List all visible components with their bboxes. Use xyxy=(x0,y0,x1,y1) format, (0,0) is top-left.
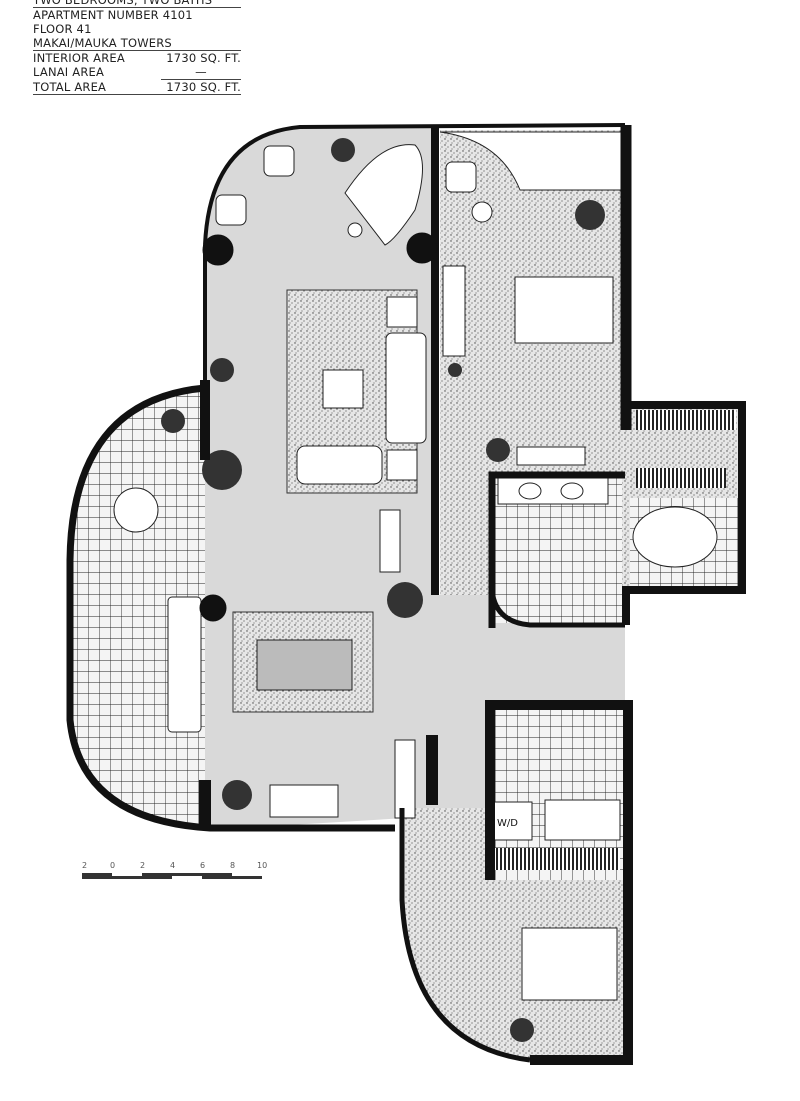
furniture xyxy=(113,144,614,819)
bathroom-2: W/D xyxy=(490,705,625,880)
scale-tick: 4 xyxy=(170,861,175,870)
scale-tick: 2 xyxy=(140,861,145,870)
area-row-interior: INTERIOR AREA 1730 SQ. FT. xyxy=(33,51,241,65)
sink xyxy=(518,482,542,500)
dresser xyxy=(516,446,586,466)
round-table xyxy=(113,487,159,533)
closet-1 xyxy=(636,410,736,430)
end-table xyxy=(386,449,418,481)
walls xyxy=(66,123,746,1065)
scale-tick: 2 xyxy=(82,861,87,870)
armchair xyxy=(215,194,247,226)
scale-tick: 0 xyxy=(110,861,115,870)
area-value: — xyxy=(161,65,241,80)
closet-3 xyxy=(495,848,620,870)
area-label: TOTAL AREA xyxy=(33,80,107,94)
washer-dryer-label: W/D xyxy=(497,818,518,829)
bed-2 xyxy=(521,927,618,1001)
bathtub xyxy=(632,506,718,568)
kitchen-counter xyxy=(167,596,202,733)
cabinet xyxy=(379,509,401,573)
area-value: 1730 SQ. FT. xyxy=(166,80,241,94)
unit-type: TWO BEDROOMS, TWO BATHS xyxy=(33,0,241,8)
sofa xyxy=(385,332,427,444)
building-name: MAKAI/MAUKA TOWERS xyxy=(33,36,241,51)
area-row-lanai: LANAI AREA — xyxy=(33,65,241,80)
end-table xyxy=(386,296,418,328)
area-label: INTERIOR AREA xyxy=(33,51,125,65)
bathtub xyxy=(544,799,621,841)
washer-dryer xyxy=(491,801,533,841)
desk xyxy=(269,784,339,818)
scale-bar: 2 0 2 4 6 8 10 xyxy=(82,861,267,879)
area-label: LANAI AREA xyxy=(33,65,105,79)
apartment-number: APARTMENT NUMBER 4101 xyxy=(33,8,193,22)
dining-table xyxy=(256,639,353,691)
floor-number: FLOOR 41 xyxy=(33,22,92,36)
armchair xyxy=(445,161,477,193)
scale-tick: 8 xyxy=(230,861,235,870)
side-table xyxy=(471,201,493,223)
coffee-table xyxy=(322,369,364,409)
bathroom-1 xyxy=(492,475,740,623)
bedroom-2 xyxy=(403,808,628,1058)
cabinet xyxy=(394,739,416,819)
sink xyxy=(560,482,584,500)
area-value: 1730 SQ. FT. xyxy=(166,51,241,65)
dresser xyxy=(442,265,466,357)
armchair xyxy=(263,145,295,177)
closet-2 xyxy=(636,468,726,488)
unit-info-block: TWO BEDROOMS, TWO BATHS APARTMENT NUMBER… xyxy=(33,0,241,95)
plants xyxy=(161,138,605,1042)
vanity xyxy=(497,477,609,505)
scale-tick: 6 xyxy=(200,861,205,870)
piano xyxy=(344,144,423,246)
bed-1 xyxy=(514,276,614,344)
side-table xyxy=(347,222,363,238)
scale-tick: 10 xyxy=(257,861,267,870)
area-row-total: TOTAL AREA 1730 SQ. FT. xyxy=(33,80,241,95)
sofa xyxy=(296,445,383,485)
